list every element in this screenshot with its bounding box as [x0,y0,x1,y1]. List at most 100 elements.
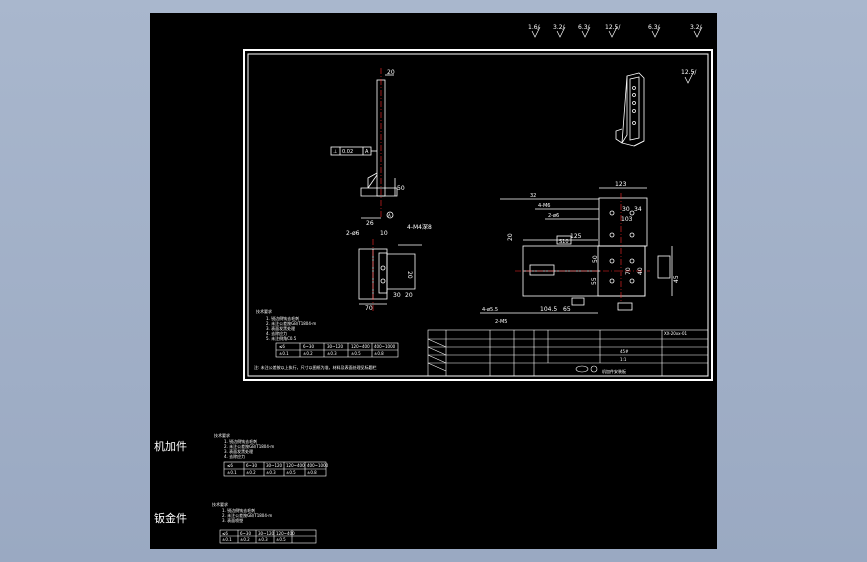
svg-text:2. 未注公差按GB/T1804-m: 2. 未注公差按GB/T1804-m [224,443,274,449]
tech-req-line: 4. 去除应力 [266,330,287,336]
svg-text:12.5/: 12.5/ [681,69,697,76]
dimension: 70 [365,305,373,312]
dimension: 45 [673,275,680,283]
drawing-name: 机加件安装板 [602,368,626,374]
svg-text:120~400: 120~400 [276,531,295,536]
svg-text:400~1000: 400~1000 [307,463,329,468]
footnote: 注: 未注公差按以上执行，尺寸以图纸为准，材料及表面处理见标题栏 [254,364,377,370]
cad-viewport[interactable]: 1.6/ 3.2/ 6.3/ 12.5/ 6.3/ 3.2/ 12.5/ [150,13,717,549]
svg-text:6~30: 6~30 [303,344,314,349]
title-block [427,329,709,377]
dimension: 70 [625,267,632,275]
scale: 1:1 [620,357,627,362]
roughness-symbol: 6.3/ [578,24,591,31]
machined-table-text: ≤6 6~30 30~120 120~400 400~1000 ±0.1 ±0.… [227,463,329,475]
dimension: 30 [393,292,401,299]
datum-frame-value: 0.02 [342,149,353,155]
machined-table [223,461,327,477]
dimension: 125 [570,233,582,240]
sheet-metal-table-text: ≤6 6~30 30~120 120~400 ±0.1 ±0.2 ±0.3 ±0… [222,531,295,542]
dimension: 34 [634,206,642,213]
roughness-top-right: 12.5/ [681,69,697,84]
callout: 4-M6 [538,203,550,209]
svg-text:±0.2: ±0.2 [246,470,256,475]
dimension: 50 [397,185,405,192]
svg-text:1. 锐边倒钝去毛刺: 1. 锐边倒钝去毛刺 [222,507,255,513]
svg-text:±0.3: ±0.3 [266,470,276,475]
svg-text:≤6: ≤6 [222,531,228,536]
svg-text:±0.1: ±0.1 [227,470,237,475]
tech-req-line: 3. 表面发黑处理 [266,325,295,331]
tolerance-table-text: ≤6 6~30 30~120 120~400 400~1000 ±0.1 ±0.… [254,344,396,370]
dimension: S10 [559,239,569,245]
roughness-symbol: 3.2/ [553,24,566,31]
svg-text:±0.5: ±0.5 [351,351,361,356]
machined-notes: 机加件 技术要求 1. 锐边倒钝去毛刺 2. 未注公差按GB/T1804-m 3… [154,432,274,459]
svg-text:400~1000: 400~1000 [374,344,396,349]
title-block-text: 机加件安装板 45# 1:1 XX-20xx-01 [602,331,688,374]
callout: 2-ø6 [548,213,559,219]
svg-text:≤6: ≤6 [279,344,285,349]
dimension: 123 [615,181,627,188]
svg-text:1. 锐边倒钝去毛刺: 1. 锐边倒钝去毛刺 [224,438,257,444]
svg-text:3. 表面发黑处理: 3. 表面发黑处理 [224,448,253,454]
dimension: 104.5 [540,306,557,313]
dimension: 4-M4深8 [407,223,432,231]
machined-label: 机加件 [154,439,187,453]
tech-req-line: 5. 未注倒角C0.5 [266,335,297,341]
sheet-metal-label: 钣金件 [154,511,187,525]
cad-drawing-svg: 1.6/ 3.2/ 6.3/ 12.5/ 6.3/ 3.2/ 12.5/ [154,24,713,544]
roughness-symbol: 12.5/ [605,24,621,31]
dimension: 30 [622,206,630,213]
dimension: 40 [637,267,644,275]
tolerance-table [275,342,399,358]
svg-text:3. 表面喷塑: 3. 表面喷塑 [222,517,243,523]
roughness-header: 1.6/ 3.2/ 6.3/ 12.5/ 6.3/ 3.2/ [528,24,703,38]
drawing-number: XX-20xx-01 [664,331,688,336]
tech-req-line: 1. 锐边倒钝去毛刺 [266,315,299,321]
dimension: 10 [380,230,388,237]
dimension: 26 [366,220,374,227]
callout: 2-M5 [495,319,507,325]
tech-req-line: 2. 未注公差按GB/T1804-m [266,320,316,326]
sheet-metal-title: 技术要求 [212,501,228,507]
dimension: 65 [563,306,571,313]
datum-frame-ref: A [365,149,369,155]
roughness-symbol: 1.6/ [528,24,541,31]
isometric-view [615,72,645,147]
svg-text:±0.3: ±0.3 [258,537,268,542]
roughness-symbol: 3.2/ [690,24,703,31]
tech-requirements: 技术要求 1. 锐边倒钝去毛刺 2. 未注公差按GB/T1804-m 3. 表面… [256,308,316,341]
svg-text:120~400: 120~400 [286,463,305,468]
material: 45# [620,349,629,354]
dimension: 20 [387,69,395,76]
bottom-left-view: 2-ø6 10 4-M4深8 20 70 30 20 [346,223,432,313]
dimension: 20 [406,271,413,279]
svg-text:30~120: 30~120 [266,463,283,468]
sheet-metal-table [219,529,317,544]
svg-text:30~120: 30~120 [327,344,344,349]
svg-text:±0.8: ±0.8 [307,470,317,475]
dimension: 2-ø6 [346,230,360,237]
svg-text:±0.1: ±0.1 [279,351,289,356]
dimension: 103 [621,216,633,223]
top-view: 123 30 34 103 125 20 S10 50 55 70 40 45 … [480,181,680,325]
svg-text:±0.1: ±0.1 [222,537,232,542]
dimension: 20 [507,233,514,241]
side-view: 20 50 26 A ⊥ 0.02 A [330,68,405,227]
svg-text:≤6: ≤6 [227,463,233,468]
callout: 32 [530,193,536,199]
dimension: 20 [405,292,413,299]
machined-title: 技术要求 [214,432,230,438]
svg-text:30~120: 30~120 [258,531,275,536]
svg-text:120~400: 120~400 [351,344,370,349]
svg-text:6~30: 6~30 [240,531,251,536]
datum-label: A [388,213,391,218]
svg-text:4. 去除应力: 4. 去除应力 [224,453,245,459]
tech-req-title: 技术要求 [256,308,272,314]
svg-text:6~30: 6~30 [246,463,257,468]
dimension: 50 [592,255,599,263]
svg-text:2. 未注公差按GB/T1804-m: 2. 未注公差按GB/T1804-m [222,512,272,518]
dimension: 55 [591,277,598,285]
svg-text:±0.5: ±0.5 [286,470,296,475]
